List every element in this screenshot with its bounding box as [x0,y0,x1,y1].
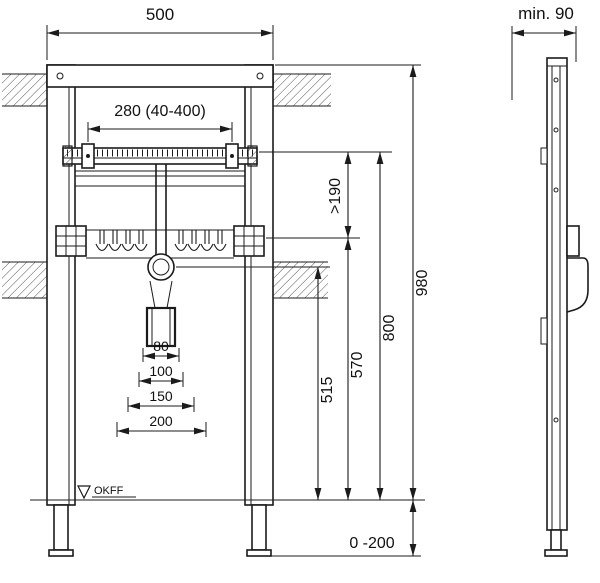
wall-hatch-top-left [2,74,47,106]
right-foot [246,549,272,557]
dim-width-label: 500 [146,5,174,24]
dim-rail-range: 280 (40-400) [87,103,233,142]
connection-block-side [566,225,580,257]
fastening-rail [62,143,258,187]
drain-tab-side [540,317,548,345]
pipe-hooks-icon [95,230,227,252]
dim-width: 500 [46,5,274,60]
dim-150-label: 150 [149,388,173,404]
floor-level: OKFF [30,485,425,501]
dim-frame-height: 980 [409,65,431,500]
dim-rail-height: 800 [376,152,398,500]
top-crossbar [46,64,274,88]
dim-water-height: 570 [344,238,366,500]
rail-tab-side [540,147,548,165]
dim-rail-clearance: >190 [327,152,352,238]
drain-assembly [145,164,177,348]
left-leg [53,504,69,551]
dim-leg-adjust-label: 0 -200 [349,535,394,552]
dim-100-label: 100 [149,363,173,379]
dim-min-depth: min. 90 [511,4,577,100]
side-profile [540,57,589,557]
hole-icon [553,417,559,423]
right-leg [251,504,267,551]
left-foot [48,549,74,557]
siphon-ring-icon [147,253,175,281]
front-view: OKFF [30,64,425,557]
dim-200-label: 200 [149,413,173,429]
dim-515-label: 515 [319,377,336,404]
dim-leg-adjust: 0 -200 [349,500,417,556]
mounting-plate-right [233,225,265,257]
side-view: min. 90 [511,4,589,557]
dim-drain-widths: 80 100 150 200 [116,338,207,437]
dim-570-label: 570 [349,352,366,379]
screw-hole-icon [256,72,264,80]
hole-icon [553,77,559,83]
level-marker-icon [77,485,91,500]
dimensions-front: 500 280 (40-400) 980 800 >190 [46,5,431,557]
legs [48,504,272,557]
dim-80-label: 80 [153,338,169,354]
dim-190-label: >190 [327,178,344,214]
hole-icon [553,127,559,133]
dim-980-label: 980 [414,270,431,297]
hole-icon [553,187,559,193]
screw-hole-icon [56,72,64,80]
left-upright [46,64,76,506]
water-connection-assembly [55,225,265,259]
mounting-plate-left [55,225,87,257]
trap-side-icon [566,257,589,313]
side-leg [550,529,562,551]
dim-800-label: 800 [381,315,398,342]
wall-hatch-top-right [273,74,331,106]
right-upright [244,64,274,506]
dim-drain-height: 515 [314,267,336,500]
side-foot [544,549,568,557]
dim-rail-range-label: 280 (40-400) [114,103,206,120]
dim-min-depth-label: min. 90 [518,4,574,23]
floor-label: OKFF [94,485,124,497]
wall-hatch-mid-left [2,262,47,298]
